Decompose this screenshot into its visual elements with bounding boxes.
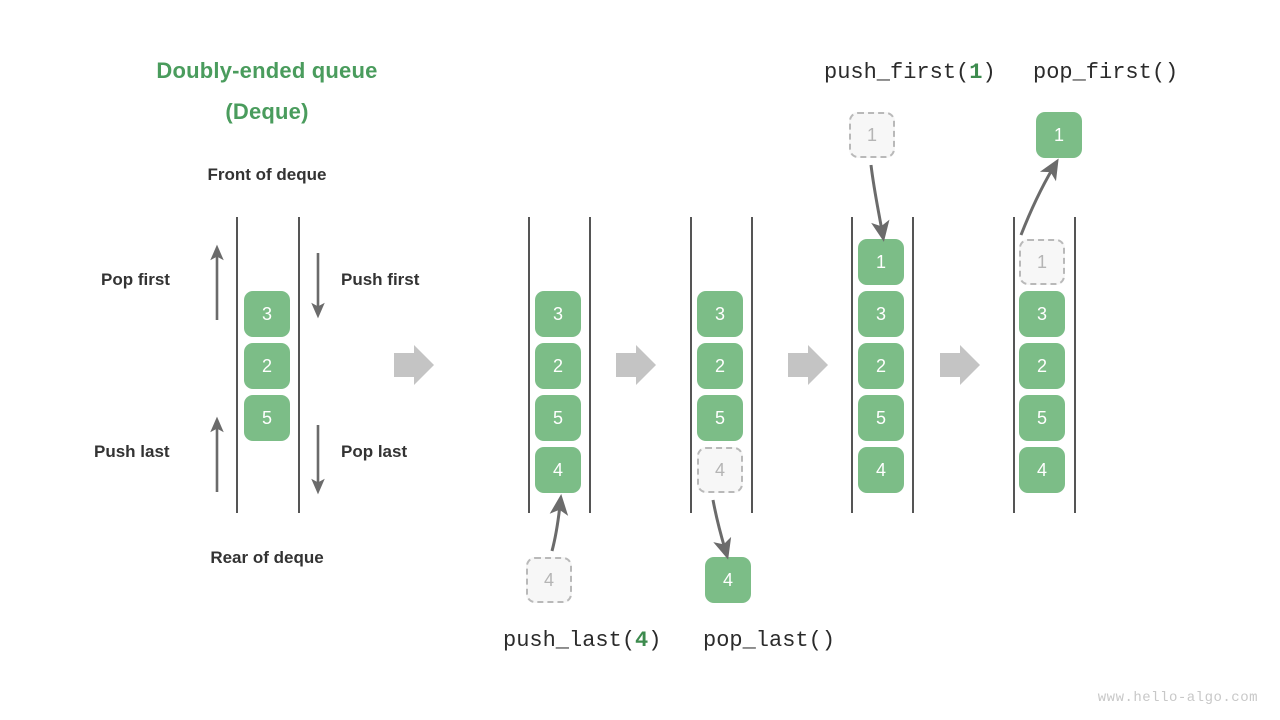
rail-left-panel1 <box>236 217 238 513</box>
caption-prefix: push_last( <box>503 628 636 653</box>
caption-pop-last: pop_last() <box>703 628 835 653</box>
deque-item: 2 <box>697 343 743 389</box>
rail-left-panel5 <box>1013 217 1015 513</box>
deque-item: 4 <box>535 447 581 493</box>
rear-of-deque-label: Rear of deque <box>210 548 324 567</box>
push-first-flow-arrow-icon <box>869 164 890 242</box>
popped-element-box: 4 <box>705 557 751 603</box>
watermark: www.hello-algo.com <box>1097 690 1258 706</box>
deque-item: 2 <box>535 343 581 389</box>
deque-item: 4 <box>1019 447 1065 493</box>
caption-pop-first: pop_first() <box>1033 60 1178 85</box>
caption-prefix: push_first( <box>824 60 970 85</box>
rail-left-panel3 <box>690 217 692 513</box>
step-arrow-icon <box>616 345 656 385</box>
pop-last-flow-arrow-icon <box>711 499 732 560</box>
rail-right-panel3 <box>751 217 753 513</box>
deque-item: 3 <box>697 291 743 337</box>
deque-item: 4 <box>858 447 904 493</box>
caption-suffix: ) <box>1165 60 1179 85</box>
caption-arg: 4 <box>635 628 649 653</box>
page-title-line2: (Deque) <box>225 99 309 124</box>
push-first-label: Push first <box>341 270 420 289</box>
removed-element-slot: 1 <box>1019 239 1065 285</box>
caption-prefix: pop_first( <box>1033 60 1166 85</box>
push-last-label: Push last <box>94 442 170 461</box>
front-of-deque-label: Front of deque <box>207 165 327 184</box>
caption-suffix: ) <box>648 628 662 653</box>
pop-first-label: Pop first <box>101 270 170 289</box>
deque-item: 3 <box>1019 291 1065 337</box>
caption-arg: 1 <box>969 60 983 85</box>
caption-prefix: pop_last( <box>703 628 822 653</box>
deque-item: 2 <box>858 343 904 389</box>
deque-item: 5 <box>858 395 904 441</box>
step-arrow-icon <box>940 345 980 385</box>
deque-item: 3 <box>244 291 290 337</box>
rail-right-panel2 <box>589 217 591 513</box>
deque-item: 2 <box>244 343 290 389</box>
removed-element-slot: 4 <box>697 447 743 493</box>
deque-item: 2 <box>1019 343 1065 389</box>
caption-push-last: push_last(4) <box>503 628 661 653</box>
rail-left-panel2 <box>528 217 530 513</box>
deque-item: 5 <box>244 395 290 441</box>
caption-suffix: ) <box>821 628 836 653</box>
caption-suffix: ) <box>982 60 996 85</box>
step-arrow-icon <box>788 345 828 385</box>
caption-push-first: push_first(1) <box>824 60 996 85</box>
rail-right-panel4 <box>912 217 914 513</box>
deque-item: 3 <box>535 291 581 337</box>
deque-item: 3 <box>858 291 904 337</box>
step-arrow-icon <box>394 345 434 385</box>
pop-first-flow-arrow-icon <box>1019 158 1059 236</box>
deque-item: 1 <box>858 239 904 285</box>
incoming-element-box: 4 <box>526 557 572 603</box>
deque-item: 5 <box>1019 395 1065 441</box>
page-title-line1: Doubly-ended queue <box>156 58 378 83</box>
rail-right-panel5 <box>1074 217 1076 513</box>
deque-item: 5 <box>697 395 743 441</box>
rail-left-panel4 <box>851 217 853 513</box>
deque-item: 5 <box>535 395 581 441</box>
push-last-flow-arrow-icon <box>549 493 569 552</box>
rail-right-panel1 <box>298 217 300 513</box>
popped-element-box: 1 <box>1036 112 1082 158</box>
pop-last-label: Pop last <box>341 442 408 461</box>
incoming-element-box: 1 <box>849 112 895 158</box>
